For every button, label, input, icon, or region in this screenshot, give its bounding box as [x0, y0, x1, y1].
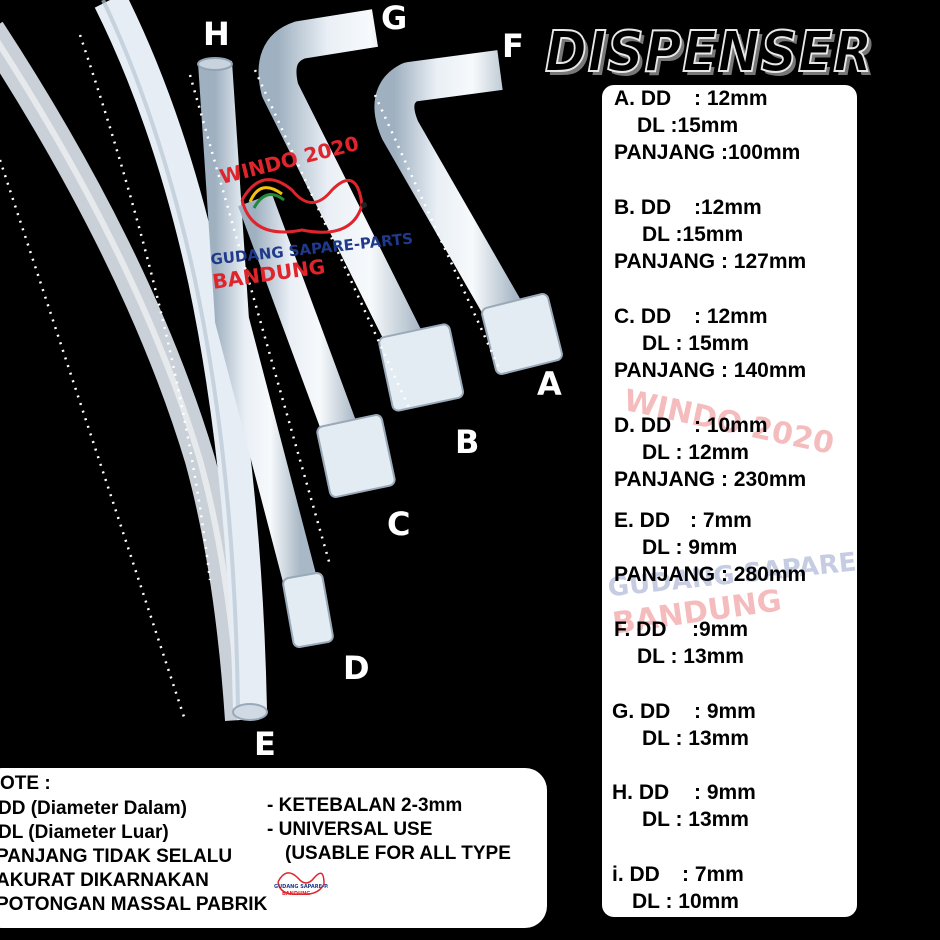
- note-card: OTE : DD (Diameter Dalam) DL (Diameter L…: [0, 768, 547, 928]
- svg-text:BANDUNG: BANDUNG: [282, 891, 310, 897]
- label-a: A: [537, 365, 562, 403]
- svg-text:GUDANG SAPARE-PARTS: GUDANG SAPARE-PARTS: [274, 884, 328, 890]
- tube-h: [198, 60, 317, 585]
- label-b: B: [455, 423, 480, 461]
- label-f: F: [502, 27, 524, 65]
- label-e: E: [254, 725, 276, 763]
- tube-e: [94, 0, 267, 711]
- note-line: PANJANG TIDAK SELALU: [0, 846, 233, 867]
- small-watermark-logo-icon: GUDANG SAPARE-PARTS BANDUNG: [274, 872, 328, 897]
- tube-g: [258, 9, 437, 379]
- note-line: POTONGAN MASSAL PABRIK: [0, 894, 268, 915]
- note-line: DD (Diameter Dalam): [0, 798, 187, 819]
- length-guides: [0, 34, 502, 721]
- note-heading: OTE :: [0, 773, 51, 794]
- specs-card: WINDO 2020 GUDANG SAPARE-PARTS BANDUNG A…: [602, 85, 857, 917]
- note-line: - KETEBALAN 2-3mm: [267, 795, 463, 816]
- note-line: (USABLE FOR ALL TYPE: [285, 843, 511, 864]
- note-line: DL (Diameter Luar): [0, 822, 169, 843]
- watermark-logo-icon: [240, 178, 367, 234]
- title: DISPENSER: [544, 19, 874, 86]
- label-c: C: [387, 505, 411, 543]
- note-line: AKURAT DIKARNAKAN: [0, 870, 209, 891]
- tube-f: [374, 50, 533, 340]
- note-line: - UNIVERSAL USE: [267, 819, 433, 840]
- label-h: H: [203, 15, 230, 53]
- label-d: D: [343, 649, 370, 687]
- label-g: G: [381, 0, 408, 37]
